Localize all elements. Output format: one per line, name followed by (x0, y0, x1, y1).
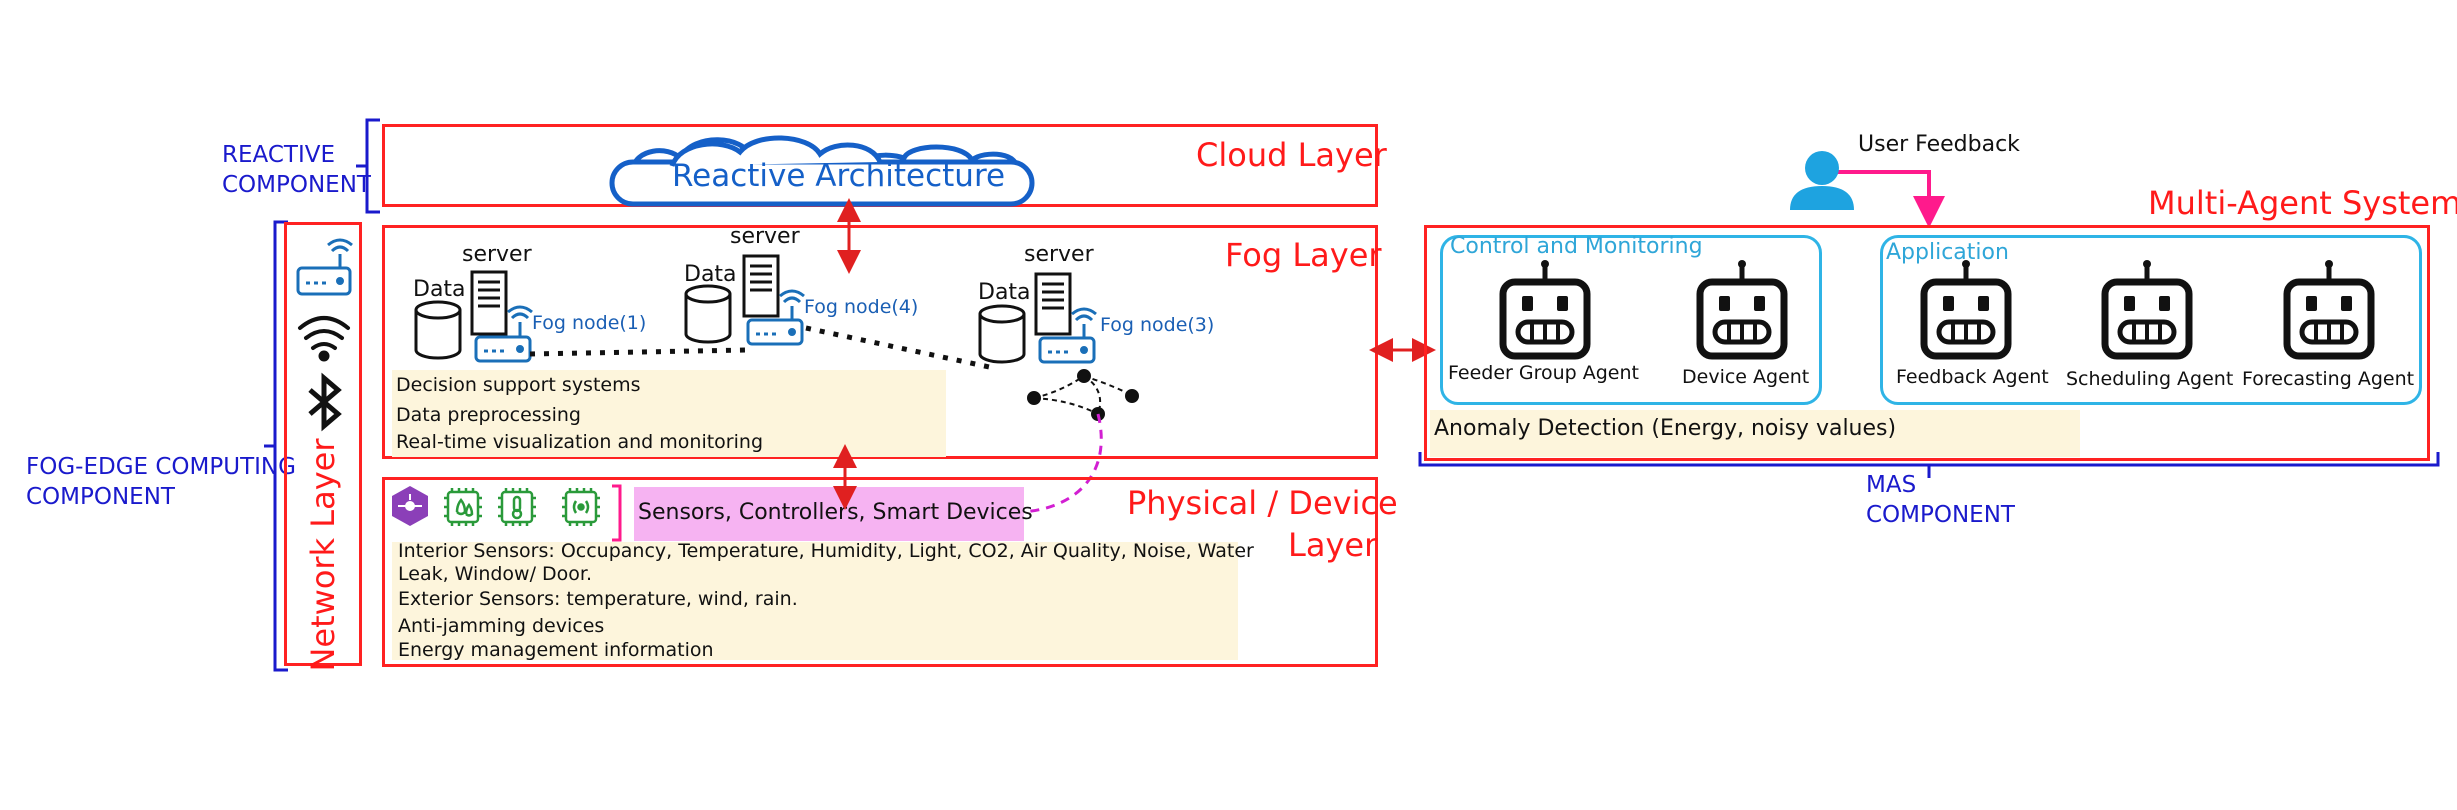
mas-label-line2: COMPONENT (1866, 502, 2015, 528)
router-icon-3 (1038, 307, 1097, 364)
mas-title: Multi-Agent System (2148, 184, 2457, 222)
mesh-to-devices-link (1021, 413, 1103, 514)
agent-label-forecasting: Forecasting Agent (2242, 368, 2415, 390)
robot-icon-forecasting (2283, 260, 2375, 360)
reactive-component-label: REACTIVE COMPONENT (222, 140, 371, 200)
physical-detail-interior: Interior Sensors: Occupancy, Temperature… (398, 540, 1254, 562)
physical-layer-box (382, 477, 1378, 667)
fog-function-visualization: Real-time visualization and monitoring (396, 431, 764, 453)
mas-box (1424, 225, 2430, 461)
server-label-3: server (1024, 242, 1094, 267)
application-title: Application (1886, 240, 2009, 265)
temperature-chip-icon (498, 488, 536, 526)
humidity-chip-icon (444, 488, 482, 526)
devices-highlight (634, 487, 1024, 541)
fog-group-3-icons (978, 272, 1097, 364)
data-label-2: Data (684, 262, 737, 287)
wifi-icon (298, 316, 350, 362)
fog-link-4-3 (805, 325, 995, 371)
physical-detail-energy: Energy management information (398, 639, 714, 661)
fog-edge-label-line1: FOG-EDGE COMPUTING (26, 454, 296, 480)
fog-function-preprocessing: Data preprocessing (396, 404, 581, 426)
server-icon-3 (1034, 272, 1072, 336)
fog-edge-label-line2: COMPONENT (26, 484, 175, 510)
agent-label-scheduling: Scheduling Agent (2066, 368, 2234, 390)
anomaly-panel (1430, 410, 2080, 457)
fog-function-decision: Decision support systems (396, 374, 641, 396)
physical-details-panel (392, 542, 1238, 660)
devices-bracket (612, 484, 622, 542)
wireless-chip-icon (562, 488, 600, 526)
physical-layer-title-line2: Layer (1288, 526, 1378, 564)
robot-icon-device (1696, 260, 1788, 360)
physical-layer-title-line1: Physical / Device (1127, 484, 1398, 522)
agent-label-feedback: Feedback Agent (1896, 366, 2049, 388)
fog-node-4-label: Fog node(4) (804, 296, 919, 318)
reactive-label-line2: COMPONENT (222, 172, 371, 198)
server-label-1: server (462, 242, 532, 267)
robot-icon-feeder (1499, 260, 1591, 360)
fog-layer-title: Fog Layer (1225, 236, 1382, 274)
hub-icon (392, 486, 428, 526)
anomaly-detection-label: Anomaly Detection (Energy, noisy values) (1434, 416, 1897, 441)
control-monitoring-title: Control and Monitoring (1450, 234, 1703, 259)
fog-node-3-label: Fog node(3) (1100, 314, 1215, 336)
control-monitoring-group (1440, 235, 1822, 405)
fog-edge-component-label: FOG-EDGE COMPUTING COMPONENT (26, 452, 296, 512)
agent-label-device: Device Agent (1682, 366, 1810, 388)
cloud-layer-title: Cloud Layer (1196, 136, 1387, 174)
user-feedback-label: User Feedback (1858, 132, 2020, 157)
physical-detail-antijamming: Anti-jamming devices (398, 615, 605, 637)
fog-node-1-label: Fog node(1) (532, 312, 647, 334)
data-label-3: Data (978, 280, 1031, 305)
fog-functions-panel (392, 370, 946, 457)
database-icon-3 (978, 304, 1026, 364)
reactive-label-line1: REACTIVE (222, 142, 336, 168)
database-icon-1 (414, 300, 462, 360)
physical-detail-exterior: Exterior Sensors: temperature, wind, rai… (398, 588, 798, 610)
application-group (1880, 235, 2422, 405)
bluetooth-icon (308, 372, 342, 432)
database-icon-2 (684, 284, 732, 344)
reactive-architecture-label: Reactive Architecture (672, 158, 1006, 194)
user-feedback-arrow (1836, 170, 1945, 228)
robot-icon-scheduling (2101, 260, 2193, 360)
router-icon-network (296, 238, 353, 296)
data-label-1: Data (413, 277, 466, 302)
agent-label-feeder-group: Feeder Group Agent (1448, 362, 1639, 384)
robot-icon-feedback (1920, 260, 2012, 360)
fog-group-2-icons (684, 254, 805, 346)
fog-group-1-icons (414, 270, 533, 363)
router-icon-1 (474, 305, 533, 363)
network-layer-box (284, 222, 362, 666)
mas-component-label: MAS COMPONENT (1866, 470, 2015, 530)
router-icon-2 (746, 289, 805, 346)
physical-detail-interior-cont: Leak, Window/ Door. (398, 563, 593, 585)
server-icon-1 (470, 270, 508, 336)
server-icon-2 (742, 254, 780, 318)
server-label-2: server (730, 224, 800, 249)
mas-label-line1: MAS (1866, 472, 1917, 498)
